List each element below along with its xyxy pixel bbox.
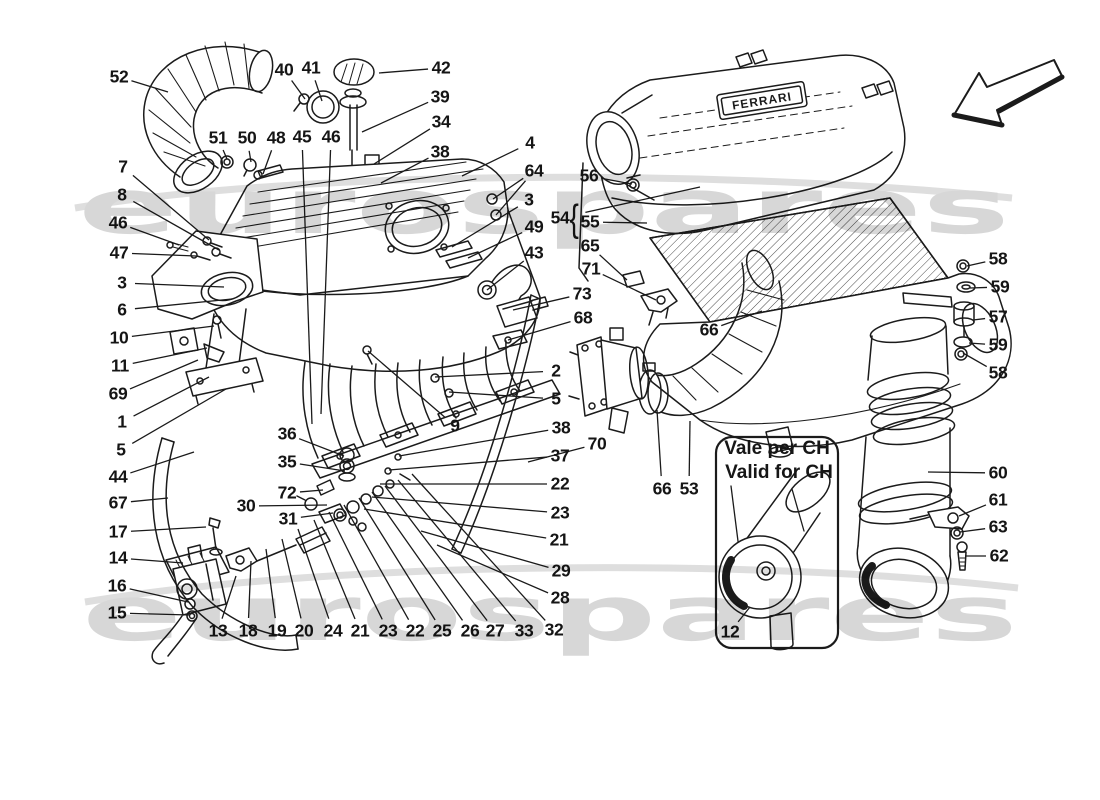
leader-line-48 <box>262 150 273 175</box>
leader-line-21 <box>313 519 356 620</box>
leader-line-35 <box>299 463 346 472</box>
leader-line-27 <box>384 485 488 622</box>
leader-line-44 <box>130 451 195 474</box>
leader-line-52 <box>131 80 169 93</box>
leader-line-59 <box>968 342 986 345</box>
leader-line-60 <box>927 471 986 474</box>
leader-line-69 <box>129 359 199 390</box>
elbow-hose <box>638 249 785 417</box>
leader-line-5 <box>131 388 227 445</box>
leader-line-41 <box>314 80 323 102</box>
leader-line-66 <box>721 310 763 327</box>
leader-line-29 <box>420 530 549 569</box>
leader-line-12 <box>737 606 751 623</box>
leader-line-3 <box>451 206 519 248</box>
leader-line-61 <box>958 504 987 517</box>
hardware-stack <box>902 259 976 361</box>
ch-note-line-1: Vale per CH <box>724 438 830 459</box>
leader-line-65 <box>599 254 628 281</box>
leader-line-55 <box>602 221 648 224</box>
leader-line-9 <box>367 350 446 419</box>
leader-line-50 <box>248 150 252 163</box>
leader-line-58 <box>962 352 988 368</box>
leader-line-26 <box>371 491 464 621</box>
leader-line-71 <box>602 274 657 301</box>
leader-line-59 <box>969 286 988 289</box>
leader-line-34 <box>373 128 431 165</box>
leader-line-31 <box>300 512 334 518</box>
leader-line-23 <box>371 496 548 513</box>
leader-line-38 <box>398 429 549 457</box>
leader-line-46 <box>320 149 332 415</box>
leader-line-5 <box>448 391 544 399</box>
leader-line-72 <box>299 489 324 493</box>
throttle-flange <box>568 327 649 434</box>
leader-line-40 <box>291 80 306 100</box>
leader-line-14 <box>130 558 184 564</box>
leader-line-13 <box>221 575 237 619</box>
leader-line-45 <box>301 149 313 425</box>
leader-line-56 <box>601 177 633 185</box>
leader-line-19 <box>265 548 276 619</box>
leader-line-8 <box>132 200 220 251</box>
solenoid-valve <box>477 264 549 350</box>
leader-line-1 <box>133 376 210 417</box>
leader-line-43 <box>486 260 525 291</box>
leader-line-21 <box>363 508 547 539</box>
front-bank-manifold <box>151 230 264 405</box>
leader-line-39 <box>361 101 429 133</box>
leader-line-38 <box>380 157 429 184</box>
leader-line-20 <box>281 538 302 619</box>
leader-line-73 <box>512 296 570 311</box>
leader-line-4 <box>461 148 519 177</box>
leader-line-54 <box>585 186 701 214</box>
leader-line-51 <box>222 149 228 160</box>
leader-line-11 <box>132 347 208 365</box>
leader-line-42 <box>378 68 429 74</box>
leader-line-3 <box>134 282 225 288</box>
leader-line-17 <box>130 526 207 532</box>
leader-line-6 <box>134 298 233 310</box>
leader-line-2 <box>434 370 544 378</box>
leader-line-36 <box>298 438 345 457</box>
leader-line-24 <box>297 528 330 619</box>
leader-line-28 <box>436 544 549 594</box>
leader-line-58 <box>966 261 986 267</box>
leader-line-70 <box>527 446 585 463</box>
leader-line-53 <box>688 420 691 477</box>
ch-note-line-2: Valid for CH <box>725 462 833 483</box>
leader-line-64 <box>495 180 526 216</box>
leader-line-47 <box>131 252 197 257</box>
leader-line-30 <box>258 504 328 507</box>
leader-line-66 <box>656 409 662 477</box>
ferrari-logo: FERRARI <box>716 80 808 121</box>
leader-line-57 <box>972 317 986 321</box>
leader-line-67 <box>130 497 169 503</box>
leader-line-46 <box>130 226 180 246</box>
leader-line-18 <box>247 560 252 619</box>
leader-line-10 <box>131 325 215 338</box>
leader-line-16 <box>129 588 189 603</box>
leader-line-23 <box>328 511 383 620</box>
leader-line-63 <box>959 528 986 533</box>
leader-line-37 <box>388 456 548 471</box>
direction-arrow <box>951 59 1065 128</box>
leader-line-68 <box>507 321 571 341</box>
leader-line-25 <box>358 497 436 621</box>
leader-line-49 <box>467 231 523 259</box>
oil-dipstick <box>293 58 381 194</box>
leader-line-15 <box>129 612 191 616</box>
